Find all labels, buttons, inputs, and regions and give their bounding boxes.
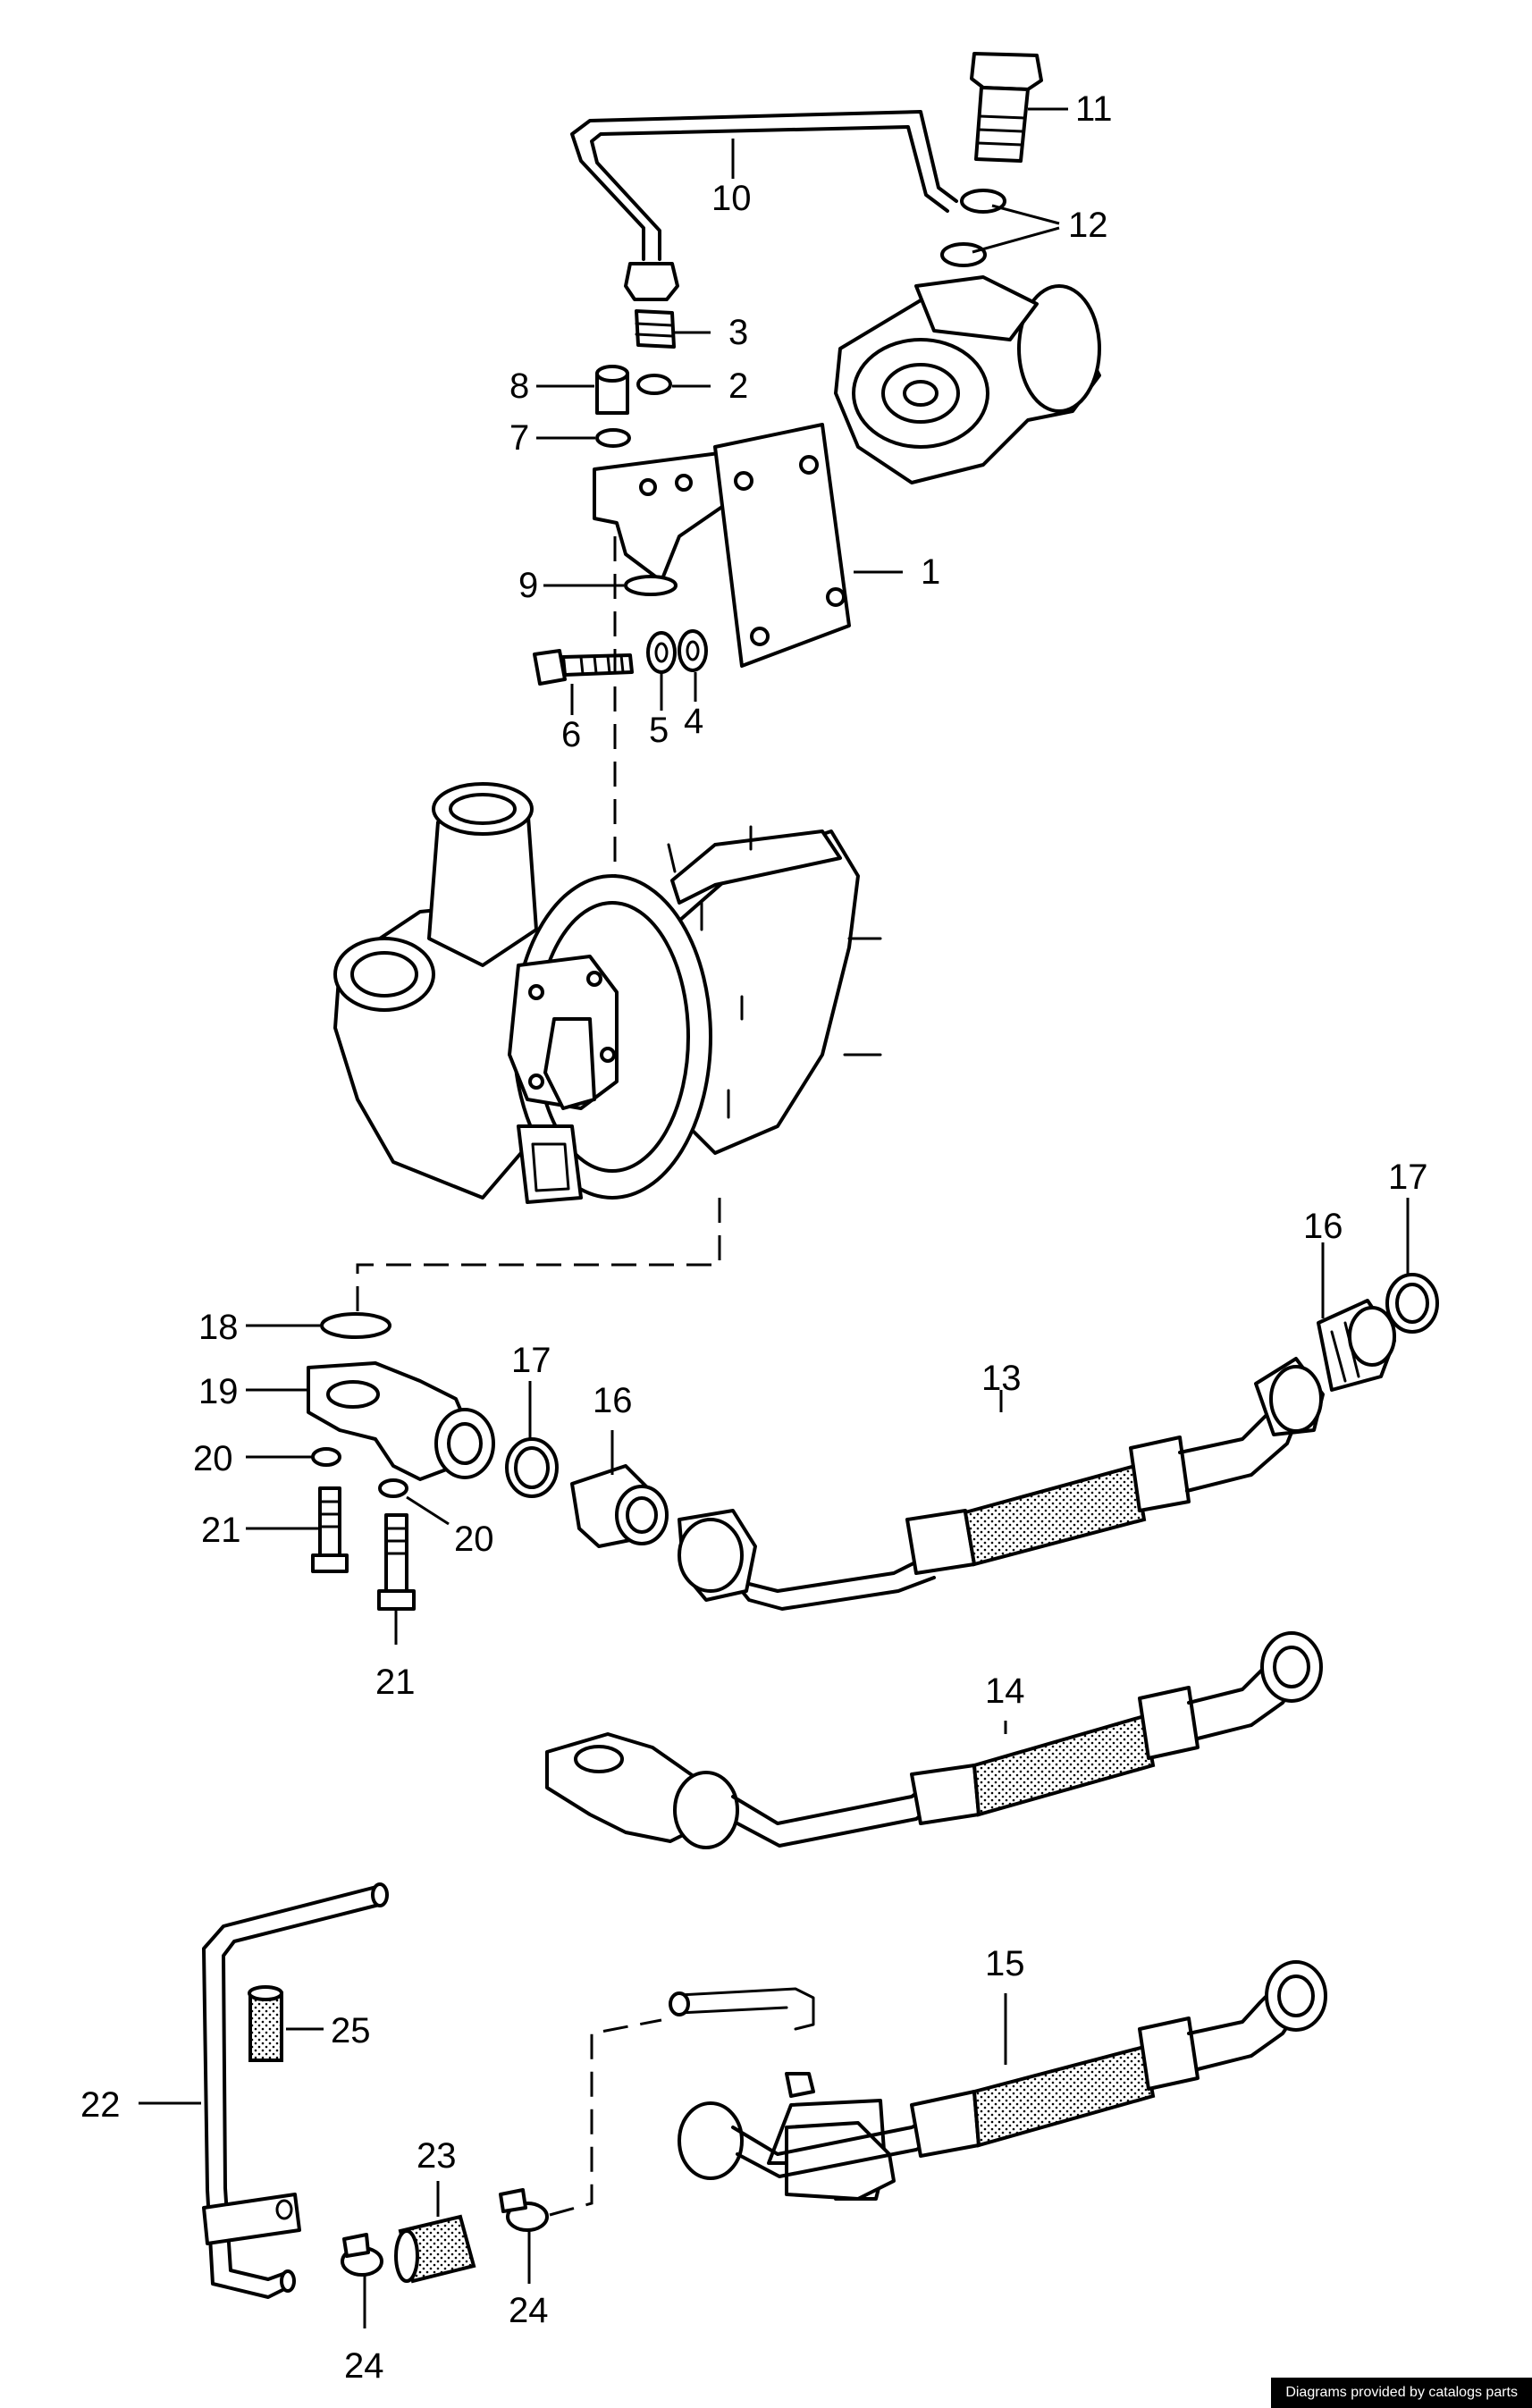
oil-return-line-part-14 bbox=[545, 1631, 1323, 1849]
washer-part-2 bbox=[636, 374, 672, 395]
callout-6: 6 bbox=[561, 715, 581, 754]
callout-16-left: 16 bbox=[593, 1381, 633, 1420]
callout-20-left: 20 bbox=[193, 1439, 233, 1478]
callout-15: 15 bbox=[985, 1944, 1025, 1983]
breather-pipe-part-22 bbox=[202, 1882, 389, 2299]
sleeve-part-8 bbox=[595, 365, 629, 415]
union-fitting-part-16-left bbox=[570, 1464, 669, 1548]
sealing-rings-part-12 bbox=[940, 189, 1006, 267]
callout-23: 23 bbox=[417, 2136, 457, 2176]
leader-lines bbox=[139, 107, 1410, 2328]
o-ring-part-17-right bbox=[1385, 1273, 1439, 1334]
callout-9: 9 bbox=[518, 566, 538, 605]
flange-fitting-part-19 bbox=[307, 1361, 495, 1481]
bolt-part-6 bbox=[533, 649, 634, 686]
hose-clamp-part-24-right bbox=[499, 2188, 549, 2232]
callout-24-left: 24 bbox=[344, 2346, 384, 2386]
callout-11: 11 bbox=[1075, 89, 1113, 129]
gasket-part-18 bbox=[320, 1312, 391, 1339]
union-fitting-part-3 bbox=[635, 309, 676, 349]
oil-return-line-part-13 bbox=[678, 1357, 1325, 1611]
callout-5: 5 bbox=[649, 711, 669, 750]
bolt-part-21b bbox=[377, 1513, 416, 1611]
callout-8: 8 bbox=[509, 366, 529, 406]
hose-part-23 bbox=[394, 2214, 476, 2284]
oil-filter-housing bbox=[834, 275, 1101, 484]
oil-return-line-part-15 bbox=[669, 1960, 1327, 2201]
callout-17-right: 17 bbox=[1388, 1158, 1428, 1197]
callout-25: 25 bbox=[331, 2011, 371, 2050]
turbocharger bbox=[333, 782, 882, 1204]
filter-insert-part-25 bbox=[248, 1985, 283, 2062]
callout-4: 4 bbox=[684, 702, 703, 741]
union-fitting-part-16-right bbox=[1317, 1299, 1396, 1392]
callout-7: 7 bbox=[509, 418, 529, 458]
callout-12: 12 bbox=[1068, 206, 1108, 245]
callout-18: 18 bbox=[198, 1308, 239, 1347]
callout-19: 19 bbox=[198, 1372, 239, 1411]
credit-badge: Diagrams provided by catalogs parts bbox=[1271, 2378, 1532, 2408]
callout-22: 22 bbox=[80, 2085, 121, 2125]
callout-1: 1 bbox=[921, 552, 940, 592]
callout-16-right: 16 bbox=[1303, 1207, 1343, 1246]
mounting-bracket-part-1 bbox=[593, 423, 851, 668]
callout-21-lower: 21 bbox=[375, 1663, 416, 1702]
lock-washer-part-20a bbox=[311, 1447, 341, 1467]
callout-21-left: 21 bbox=[201, 1511, 241, 1550]
washer-part-4 bbox=[678, 629, 708, 672]
callout-17-left: 17 bbox=[511, 1341, 551, 1380]
hose-clamp-part-24-left bbox=[341, 2233, 383, 2277]
washer-part-5 bbox=[646, 631, 677, 674]
lock-washer-part-20b bbox=[378, 1478, 408, 1498]
assembly-line-clamp bbox=[549, 2018, 662, 2217]
callout-10: 10 bbox=[711, 179, 752, 218]
oil-feed-pipe-part-10 bbox=[570, 110, 958, 301]
callout-3: 3 bbox=[728, 313, 748, 352]
callout-13: 13 bbox=[981, 1359, 1022, 1398]
o-ring-part-17-left bbox=[505, 1437, 559, 1498]
washer-part-7 bbox=[595, 428, 631, 448]
callout-2: 2 bbox=[728, 366, 748, 406]
callout-24-right: 24 bbox=[509, 2291, 549, 2330]
callout-20-right: 20 bbox=[454, 1520, 494, 1559]
assembly-line-lower bbox=[356, 1198, 721, 1314]
gasket-part-9 bbox=[624, 575, 678, 596]
callout-labels: 1 2 3 4 5 6 7 8 9 10 11 12 13 14 15 16 1… bbox=[80, 89, 1428, 2386]
callout-14: 14 bbox=[985, 1671, 1025, 1711]
bolt-part-21a bbox=[311, 1486, 349, 1573]
banjo-bolt-part-11 bbox=[970, 52, 1043, 163]
